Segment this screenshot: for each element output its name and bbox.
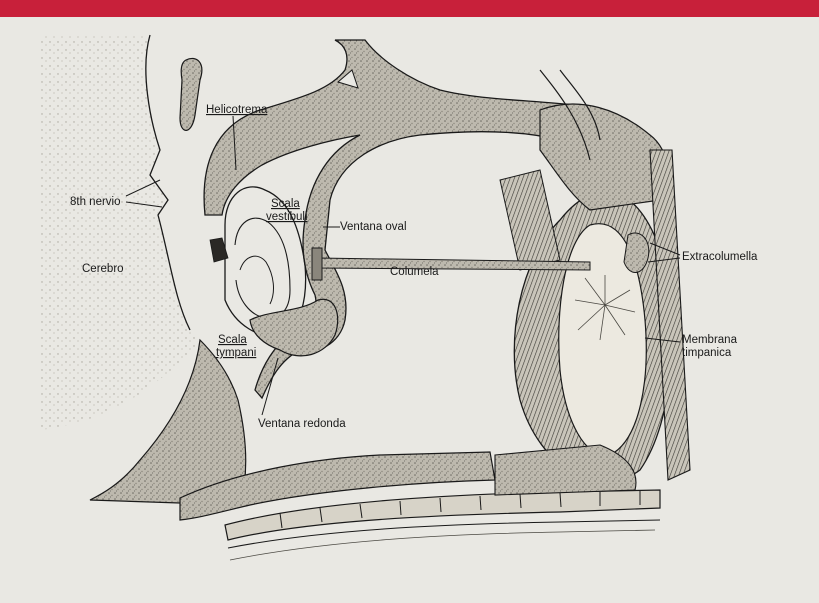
label-ventana-oval: Ventana oval <box>340 221 407 233</box>
label-scala-vestibuli-2: vestibuli <box>266 211 308 223</box>
scala-tympani-body <box>250 299 338 356</box>
upper-cap-bone <box>540 104 669 210</box>
label-scala-tympani-2: tympani <box>216 347 256 359</box>
label-8th-nervio: 8th nervio <box>70 196 121 208</box>
columella-footplate <box>312 248 322 280</box>
base-fibers <box>230 530 655 560</box>
label-columela: Columela <box>390 266 439 278</box>
label-ventana-redonda: Ventana redonda <box>258 418 346 430</box>
brain-region <box>40 35 200 430</box>
label-extracolumella: Extracolumella <box>682 251 758 263</box>
label-cerebro: Cerebro <box>82 263 124 275</box>
cochlear-inner-loop-2 <box>240 256 273 304</box>
cochlear-inner-loop <box>235 218 290 318</box>
extracolumella-knob <box>624 233 649 273</box>
left-fiber-wedge <box>500 170 560 270</box>
label-scala-vestibuli-1: Scala <box>271 198 300 210</box>
lower-right-foot <box>495 445 636 495</box>
label-helicotrema: Helicotrema <box>206 104 268 116</box>
label-membrana-2: timpanica <box>682 347 732 359</box>
label-membrana-1: Membrana <box>682 334 738 346</box>
label-scala-tympani-1: Scala <box>218 334 247 346</box>
upper-bone-fragment <box>180 58 202 130</box>
